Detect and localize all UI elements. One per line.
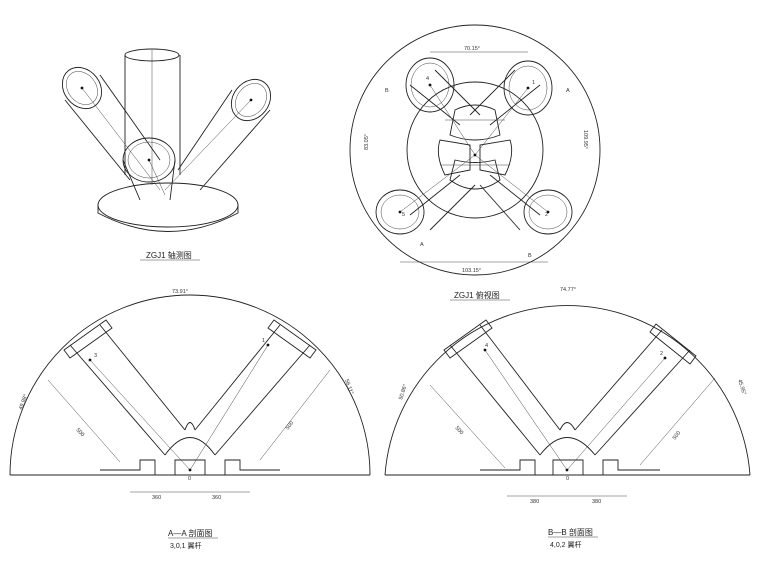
section-a-arc xyxy=(9,294,371,476)
top-node-label-1: 1 xyxy=(532,80,535,86)
section-a-node-3: 3 xyxy=(94,353,97,359)
section-b-dim-left: 380 xyxy=(530,499,539,505)
top-view-outer-circle xyxy=(349,24,601,276)
section-b-len-left: 500 xyxy=(454,425,465,436)
base-plate xyxy=(97,182,239,228)
section-a-len-left: 500 xyxy=(75,427,86,438)
front-tube xyxy=(122,159,176,201)
top-dim-right-angle: 109.95° xyxy=(582,130,588,149)
section-a-base xyxy=(100,459,280,475)
section-a-dim-right: 360 xyxy=(212,495,221,501)
front-tube-end xyxy=(122,137,176,183)
top-view-inner-circle xyxy=(406,81,544,219)
section-a-len-right: 500 xyxy=(285,420,295,431)
section-b-left-arc: 50.86° xyxy=(398,384,409,401)
section-b-right-arc: 45.95° xyxy=(736,379,747,396)
arm-tube-5 xyxy=(409,174,476,231)
section-b-view: 74.77° 50.86° 45.95° 4 2 0 380 380 500 5… xyxy=(384,287,751,549)
left-tube xyxy=(64,74,161,181)
top-section-mark-b-1: B xyxy=(385,88,389,94)
section-a-fork xyxy=(164,422,216,456)
base-plate-edge xyxy=(97,205,239,232)
arm-end-2 xyxy=(523,189,573,235)
section-b-left-arm xyxy=(449,324,561,456)
section-a-caption: A—A 剖面图 xyxy=(168,528,212,538)
section-b-node-2: 2 xyxy=(660,351,663,357)
section-b-base xyxy=(480,459,660,475)
top-section-mark-b-2: B xyxy=(528,253,532,259)
section-a-left-arc: 49.98° xyxy=(18,394,29,411)
top-section-mark-a-1: A xyxy=(566,88,570,94)
arm-end-1 xyxy=(503,60,553,116)
section-b-caption: B—B 剖面图 xyxy=(548,527,593,537)
central-node xyxy=(437,104,513,190)
section-b-subcaption: 4,0,2 翼杆 xyxy=(550,540,582,549)
top-node-label-4: 4 xyxy=(426,76,429,82)
section-b-right-arm xyxy=(574,329,691,456)
section-b-node-4: 4 xyxy=(485,343,488,349)
right-tube-end xyxy=(230,78,272,122)
top-view: 4 1 5 2 70.15° 103.15° 83.05° 109.95° B … xyxy=(349,24,601,301)
section-a-right-arm xyxy=(194,324,311,456)
section-a-subcaption: 3,0,1 翼杆 xyxy=(170,541,202,550)
section-a-left-arm xyxy=(69,324,186,456)
arm-tube-1 xyxy=(469,69,541,126)
top-dim-left-angle: 83.05° xyxy=(364,134,370,150)
section-b-dim-right: 380 xyxy=(592,499,601,505)
section-b-fork xyxy=(539,422,596,456)
arm-end-4 xyxy=(405,57,455,113)
axo-caption: ZGJ1 轴测图 xyxy=(146,250,192,260)
top-dim-bottom-angle: 103.15° xyxy=(462,268,481,274)
section-a-arc-top: 73.91° xyxy=(172,289,188,295)
section-a-node-1: 1 xyxy=(262,338,265,344)
section-a-right-arc: 56.11° xyxy=(343,379,354,396)
arm-tube-2 xyxy=(479,174,541,231)
top-section-mark-a-2: A xyxy=(420,242,424,248)
section-a-dim-left: 360 xyxy=(152,495,161,501)
top-dim-top-angle: 70.15° xyxy=(464,46,480,52)
section-a-view: 73.91° 49.98° 56.11° 3 1 0 360 360 500 5… xyxy=(9,289,371,550)
section-b-len-right: 500 xyxy=(672,430,682,441)
top-node-label-5: 5 xyxy=(402,212,405,218)
vertical-tube xyxy=(124,55,181,175)
section-a-node-0: 0 xyxy=(188,476,191,482)
arm-end-5 xyxy=(375,189,425,235)
section-b-arc-top: 74.77° xyxy=(560,287,576,293)
section-b-node-0: 0 xyxy=(566,476,569,482)
arm-tube-4 xyxy=(409,69,481,126)
top-caption: ZGJ1 俯视图 xyxy=(454,290,500,300)
right-tube xyxy=(177,89,271,191)
axonometric-view: ZGJ1 轴测图 xyxy=(61,48,272,261)
section-b-arc xyxy=(384,305,751,476)
top-node-label-2: 2 xyxy=(545,212,548,218)
